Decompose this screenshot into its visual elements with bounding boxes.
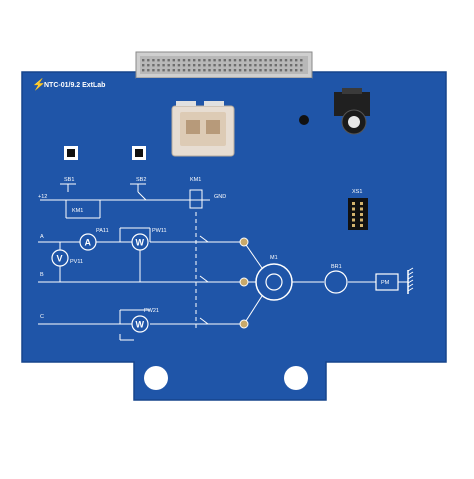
wattmeter-pw11: W (131, 233, 149, 251)
power-circuit (38, 227, 408, 341)
sensor-br1 (324, 270, 348, 294)
pin-header-xs1 (348, 198, 368, 230)
wattmeter-pw21: W (131, 315, 149, 333)
push-button-sb1[interactable] (64, 146, 78, 160)
svg-text:A: A (85, 238, 92, 248)
label-phase-b: B (40, 272, 44, 278)
label-pw21: PW21 (144, 308, 159, 314)
label-km1-top: KM1 (190, 177, 201, 183)
label-m1: M1 (270, 255, 278, 261)
label-sb2: SB2 (136, 177, 146, 183)
label-sb1: SB1 (64, 177, 74, 183)
svg-text:V: V (57, 254, 63, 264)
svg-text:W: W (136, 238, 145, 248)
label-pw11: PW11 (152, 228, 167, 234)
label-pa11: PA11 (96, 228, 109, 234)
label-pv11: PV11 (70, 259, 83, 265)
pcb-board (21, 71, 447, 401)
label-gnd: GND (214, 194, 226, 200)
label-phase-c: C (40, 314, 44, 320)
svg-text:PM: PM (381, 280, 390, 286)
small-component (299, 115, 309, 125)
relay (171, 105, 235, 157)
label-plus12: +12 (38, 194, 47, 200)
control-circuit (40, 183, 210, 330)
terminal-pads (239, 237, 249, 329)
label-phase-a: A (40, 234, 44, 240)
push-button-sb2[interactable] (132, 146, 146, 160)
brand-text: NTC-01/9.2 ExtLab (44, 82, 105, 89)
mounting-hole-left (144, 366, 168, 390)
motor-m1 (255, 263, 293, 301)
mounting-hole-right (284, 366, 308, 390)
label-km1-left: KM1 (72, 208, 83, 214)
label-br1: BR1 (331, 264, 342, 270)
pm-load-box: PM (375, 267, 414, 294)
svg-text:W: W (136, 320, 145, 330)
ammeter-pa11: A (79, 233, 97, 251)
voltmeter-pv11: V (51, 249, 69, 267)
edge-connector (135, 51, 313, 96)
brand-logo-bolt-icon: ⚡ (32, 78, 46, 91)
label-xs1: XS1 (352, 189, 362, 195)
